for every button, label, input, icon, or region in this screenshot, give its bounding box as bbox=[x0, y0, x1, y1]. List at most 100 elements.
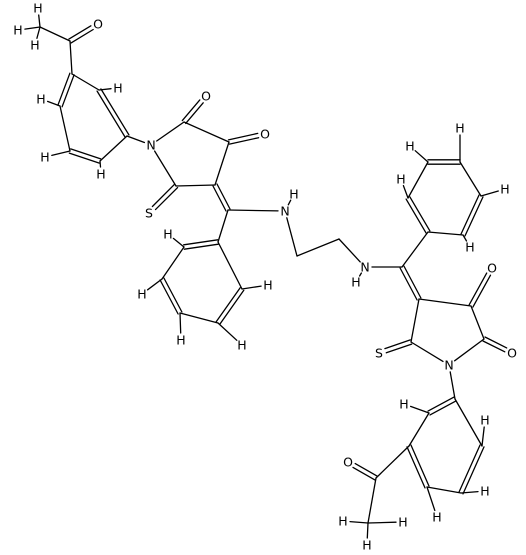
single-bond bbox=[24, 26, 41, 30]
oxygen-label: O bbox=[487, 261, 497, 276]
double-bond bbox=[151, 183, 176, 208]
single-bond bbox=[408, 412, 430, 447]
double-bond bbox=[472, 274, 492, 308]
hydrogen-label: H bbox=[289, 187, 298, 202]
single-bond bbox=[39, 26, 71, 42]
hydrogen-label: H bbox=[176, 333, 185, 348]
single-bond bbox=[454, 398, 483, 447]
hydrogen-label: H bbox=[33, 1, 42, 16]
double-bond bbox=[68, 152, 100, 164]
double-bond bbox=[70, 148, 102, 160]
nitrogen-label: N bbox=[280, 204, 289, 219]
single-bond bbox=[418, 298, 472, 307]
single-bond bbox=[98, 88, 112, 91]
double-bond bbox=[159, 279, 179, 315]
bonds-layer bbox=[24, 14, 508, 539]
single-bond bbox=[426, 486, 436, 512]
hydrogen-label: H bbox=[237, 338, 246, 353]
hydrogen-label: H bbox=[338, 514, 347, 529]
double-bond bbox=[482, 340, 506, 353]
oxygen-label: O bbox=[507, 346, 517, 361]
oxygen-label: O bbox=[93, 17, 103, 32]
double-bond bbox=[385, 343, 413, 354]
single-bond bbox=[153, 150, 177, 187]
double-bond bbox=[57, 72, 71, 106]
oxygen-label: O bbox=[343, 455, 353, 470]
single-bond bbox=[414, 150, 429, 163]
single-bond bbox=[287, 199, 292, 206]
double-bond bbox=[183, 243, 219, 250]
single-bond bbox=[409, 405, 430, 414]
double-bond bbox=[228, 137, 260, 145]
single-bond bbox=[156, 121, 185, 142]
single-bond bbox=[126, 135, 146, 144]
hydrogen-label: H bbox=[396, 172, 405, 187]
double-bond bbox=[410, 444, 430, 487]
double-bond bbox=[154, 186, 179, 211]
double-bond bbox=[464, 196, 484, 237]
double-bond bbox=[484, 336, 508, 349]
single-bond bbox=[462, 234, 468, 242]
single-bond bbox=[453, 338, 485, 362]
single-bond bbox=[367, 521, 397, 524]
single-bond bbox=[410, 341, 444, 363]
hydrogen-label: H bbox=[405, 139, 414, 154]
single-bond bbox=[338, 238, 361, 263]
double-bond bbox=[212, 185, 227, 212]
oxygen-label: O bbox=[260, 127, 270, 142]
hydrogen-label: H bbox=[398, 515, 407, 530]
single-bond bbox=[358, 272, 363, 277]
single-bond bbox=[69, 40, 73, 75]
double-bond bbox=[399, 267, 418, 301]
double-bond bbox=[185, 102, 204, 125]
single-bond bbox=[449, 371, 456, 400]
hydrogen-label: H bbox=[113, 81, 122, 96]
hydrogen-label: H bbox=[500, 182, 509, 197]
hydrogen-label: H bbox=[480, 413, 489, 428]
hydrogen-label: H bbox=[137, 287, 146, 302]
hydrogen-label: H bbox=[455, 121, 464, 136]
double-bond bbox=[100, 88, 130, 136]
hydrogen-label: H bbox=[40, 150, 49, 165]
single-bond bbox=[426, 486, 462, 494]
single-bond bbox=[296, 238, 340, 257]
single-bond bbox=[375, 445, 410, 479]
single-bond bbox=[146, 278, 163, 291]
single-bond bbox=[71, 73, 100, 91]
double-bond bbox=[468, 272, 488, 306]
nitrogen-label: N bbox=[360, 260, 369, 275]
single-bond bbox=[402, 184, 409, 199]
double-bond bbox=[354, 462, 378, 477]
hydrogen-label: H bbox=[399, 397, 408, 412]
single-bond bbox=[36, 26, 41, 39]
single-bond bbox=[214, 141, 230, 186]
single-bond bbox=[217, 241, 243, 290]
double-bond bbox=[61, 74, 75, 108]
single-bond bbox=[227, 209, 279, 212]
single-bond bbox=[217, 322, 238, 341]
hydrogen-label: H bbox=[96, 167, 105, 182]
hydrogen-label: H bbox=[351, 275, 360, 290]
double-bond bbox=[409, 196, 431, 232]
single-bond bbox=[99, 135, 128, 162]
single-bond bbox=[407, 161, 429, 199]
oxygen-label: O bbox=[201, 89, 211, 104]
double-bond bbox=[352, 466, 376, 481]
double-bond bbox=[429, 400, 457, 416]
double-bond bbox=[181, 99, 201, 122]
single-bond bbox=[460, 490, 479, 494]
hydrogen-label: H bbox=[480, 484, 489, 499]
single-bond bbox=[38, 14, 41, 28]
double-bond bbox=[460, 194, 480, 235]
double-bond bbox=[219, 289, 245, 325]
double-bond bbox=[458, 444, 481, 493]
double-bond bbox=[163, 277, 183, 313]
single-bond bbox=[481, 426, 485, 447]
double-bond bbox=[227, 132, 259, 141]
double-bond bbox=[215, 287, 241, 323]
single-bond bbox=[161, 246, 185, 280]
double-bond bbox=[406, 446, 426, 489]
double-bond bbox=[70, 28, 94, 44]
nitrogen-label: N bbox=[444, 358, 453, 373]
